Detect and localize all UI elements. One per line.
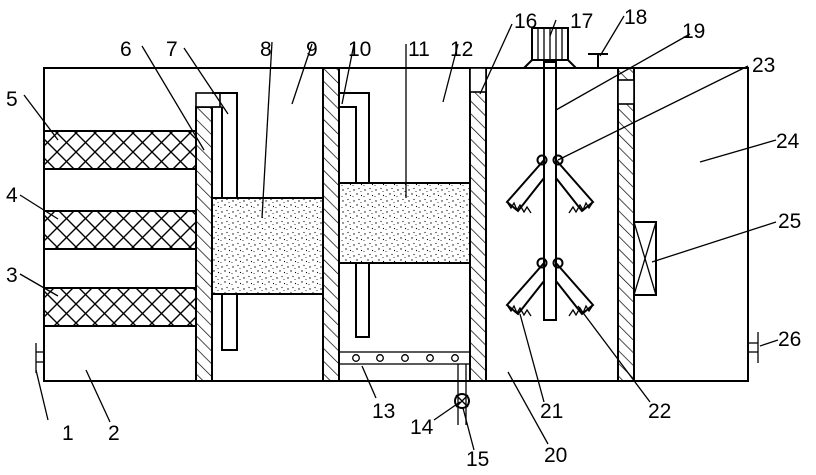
- callout-7: 7: [166, 38, 178, 61]
- callout-13: 13: [372, 400, 395, 423]
- callout-5: 5: [6, 88, 18, 111]
- filter-layer-bottom: [43, 287, 197, 327]
- drain-valve: [454, 393, 470, 409]
- overflow-opening-1: [195, 92, 221, 108]
- callout-21: 21: [540, 400, 563, 423]
- filter-media-chamber-2: [338, 182, 471, 264]
- callout-19: 19: [682, 20, 705, 43]
- callout-15: 15: [466, 448, 489, 471]
- callout-1: 1: [62, 422, 74, 445]
- filter-layer-middle: [43, 210, 197, 250]
- callout-3: 3: [6, 264, 18, 287]
- callout-9: 9: [306, 38, 318, 61]
- motor: [523, 27, 577, 69]
- callout-12: 12: [450, 38, 473, 61]
- callout-25: 25: [778, 210, 801, 233]
- overflow-opening-2: [469, 67, 487, 93]
- leader-lines: [19, 15, 779, 451]
- callout-11: 11: [408, 38, 430, 61]
- aeration-holes: [352, 354, 459, 362]
- upper-stirring-blades: [505, 154, 595, 214]
- callout-10: 10: [348, 38, 371, 61]
- callout-23: 23: [752, 54, 775, 77]
- callout-18: 18: [624, 6, 647, 29]
- side-fan: [633, 221, 657, 296]
- callout-8: 8: [260, 38, 272, 61]
- callout-20: 20: [544, 444, 567, 467]
- partition-wall-1: [195, 106, 213, 382]
- partition-wall-2: [322, 67, 340, 382]
- inlet-pipe: [35, 343, 44, 373]
- stirring-shaft: [543, 61, 557, 321]
- top-inlet: [588, 53, 608, 68]
- callout-14: 14: [410, 416, 434, 439]
- callout-22: 22: [648, 400, 671, 423]
- callout-2: 2: [108, 422, 120, 445]
- overflow-opening-3: [617, 79, 635, 105]
- partition-wall-4: [617, 67, 635, 382]
- u-pipe-chamber-2: [339, 92, 370, 338]
- callout-labels: 1 2 3 4 5 6 7 8 9 10 11 12 13 14 15 16 1…: [6, 6, 801, 471]
- partition-wall-3: [469, 67, 487, 382]
- callout-24: 24: [776, 130, 800, 153]
- callout-26: 26: [778, 328, 801, 351]
- filter-layer-top: [43, 130, 197, 170]
- lower-stirring-blades: [505, 257, 595, 317]
- callout-17: 17: [570, 10, 593, 33]
- callout-16: 16: [514, 10, 537, 33]
- filter-media-chamber-1: [211, 197, 324, 295]
- aeration-pipe: [338, 351, 471, 365]
- callout-4: 4: [6, 184, 18, 207]
- callout-6: 6: [120, 38, 132, 61]
- outlet-pipe: [748, 332, 759, 363]
